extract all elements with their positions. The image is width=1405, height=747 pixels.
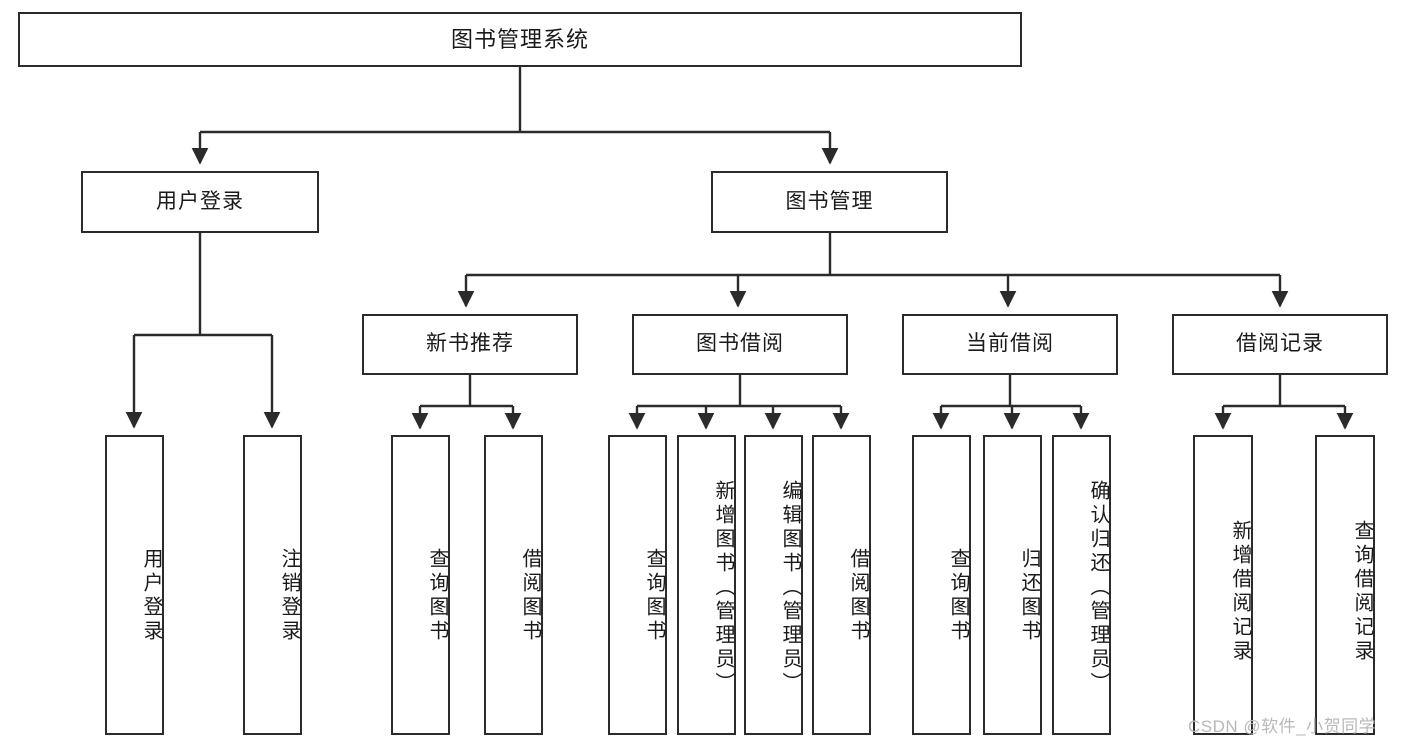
node-borrow-record[interactable]: 借阅记录 bbox=[1172, 314, 1388, 375]
node-leaf-query-book-1-label: 查询图书 bbox=[426, 548, 448, 644]
node-leaf-query-book-3[interactable]: 查询图书 bbox=[912, 435, 971, 735]
node-leaf-add-book-label: 新增图书（管理员） bbox=[712, 480, 734, 696]
node-user-login[interactable]: 用户登录 bbox=[81, 171, 319, 233]
node-root-label: 图书管理系统 bbox=[450, 26, 589, 52]
node-leaf-add-book[interactable]: 新增图书（管理员） bbox=[677, 435, 736, 735]
node-leaf-edit-book[interactable]: 编辑图书（管理员） bbox=[744, 435, 803, 735]
node-current-borrow-label: 当前借阅 bbox=[966, 332, 1054, 356]
node-borrow-record-label: 借阅记录 bbox=[1236, 332, 1324, 356]
node-leaf-query-book-1[interactable]: 查询图书 bbox=[391, 435, 450, 735]
node-leaf-confirm-return-label: 确认归还（管理员） bbox=[1087, 480, 1109, 696]
node-new-book-rec-label: 新书推荐 bbox=[426, 332, 514, 356]
node-leaf-user-login-label: 用户登录 bbox=[140, 548, 162, 644]
node-leaf-borrow-book-2[interactable]: 借阅图书 bbox=[812, 435, 871, 735]
node-leaf-borrow-book-1[interactable]: 借阅图书 bbox=[484, 435, 543, 735]
node-leaf-query-record[interactable]: 查询借阅记录 bbox=[1315, 435, 1375, 735]
node-book-manage[interactable]: 图书管理 bbox=[711, 171, 948, 233]
node-root[interactable]: 图书管理系统 bbox=[18, 12, 1022, 67]
node-leaf-edit-book-label: 编辑图书（管理员） bbox=[779, 480, 801, 696]
csdn-watermark: CSDN @软件_小贺同学 bbox=[1188, 717, 1377, 736]
node-leaf-query-book-2[interactable]: 查询图书 bbox=[608, 435, 667, 735]
node-leaf-query-record-label: 查询借阅记录 bbox=[1351, 520, 1373, 664]
node-leaf-return-book[interactable]: 归还图书 bbox=[983, 435, 1042, 735]
node-leaf-add-record[interactable]: 新增借阅记录 bbox=[1193, 435, 1253, 735]
node-leaf-return-book-label: 归还图书 bbox=[1018, 548, 1040, 644]
node-leaf-add-record-label: 新增借阅记录 bbox=[1229, 520, 1251, 664]
node-leaf-query-book-3-label: 查询图书 bbox=[947, 548, 969, 644]
node-book-borrow-label: 图书借阅 bbox=[696, 332, 784, 356]
node-leaf-user-logout[interactable]: 注销登录 bbox=[243, 435, 302, 735]
node-leaf-confirm-return[interactable]: 确认归还（管理员） bbox=[1052, 435, 1111, 735]
node-leaf-user-login[interactable]: 用户登录 bbox=[105, 435, 164, 735]
node-book-borrow[interactable]: 图书借阅 bbox=[632, 314, 848, 375]
node-new-book-rec[interactable]: 新书推荐 bbox=[362, 314, 578, 375]
node-user-login-label: 用户登录 bbox=[156, 189, 244, 213]
node-book-manage-label: 图书管理 bbox=[785, 189, 874, 213]
node-leaf-user-logout-label: 注销登录 bbox=[278, 548, 300, 644]
node-current-borrow[interactable]: 当前借阅 bbox=[902, 314, 1118, 375]
node-leaf-borrow-book-2-label: 借阅图书 bbox=[847, 548, 869, 644]
node-leaf-borrow-book-1-label: 借阅图书 bbox=[519, 548, 541, 644]
node-leaf-query-book-2-label: 查询图书 bbox=[643, 548, 665, 644]
